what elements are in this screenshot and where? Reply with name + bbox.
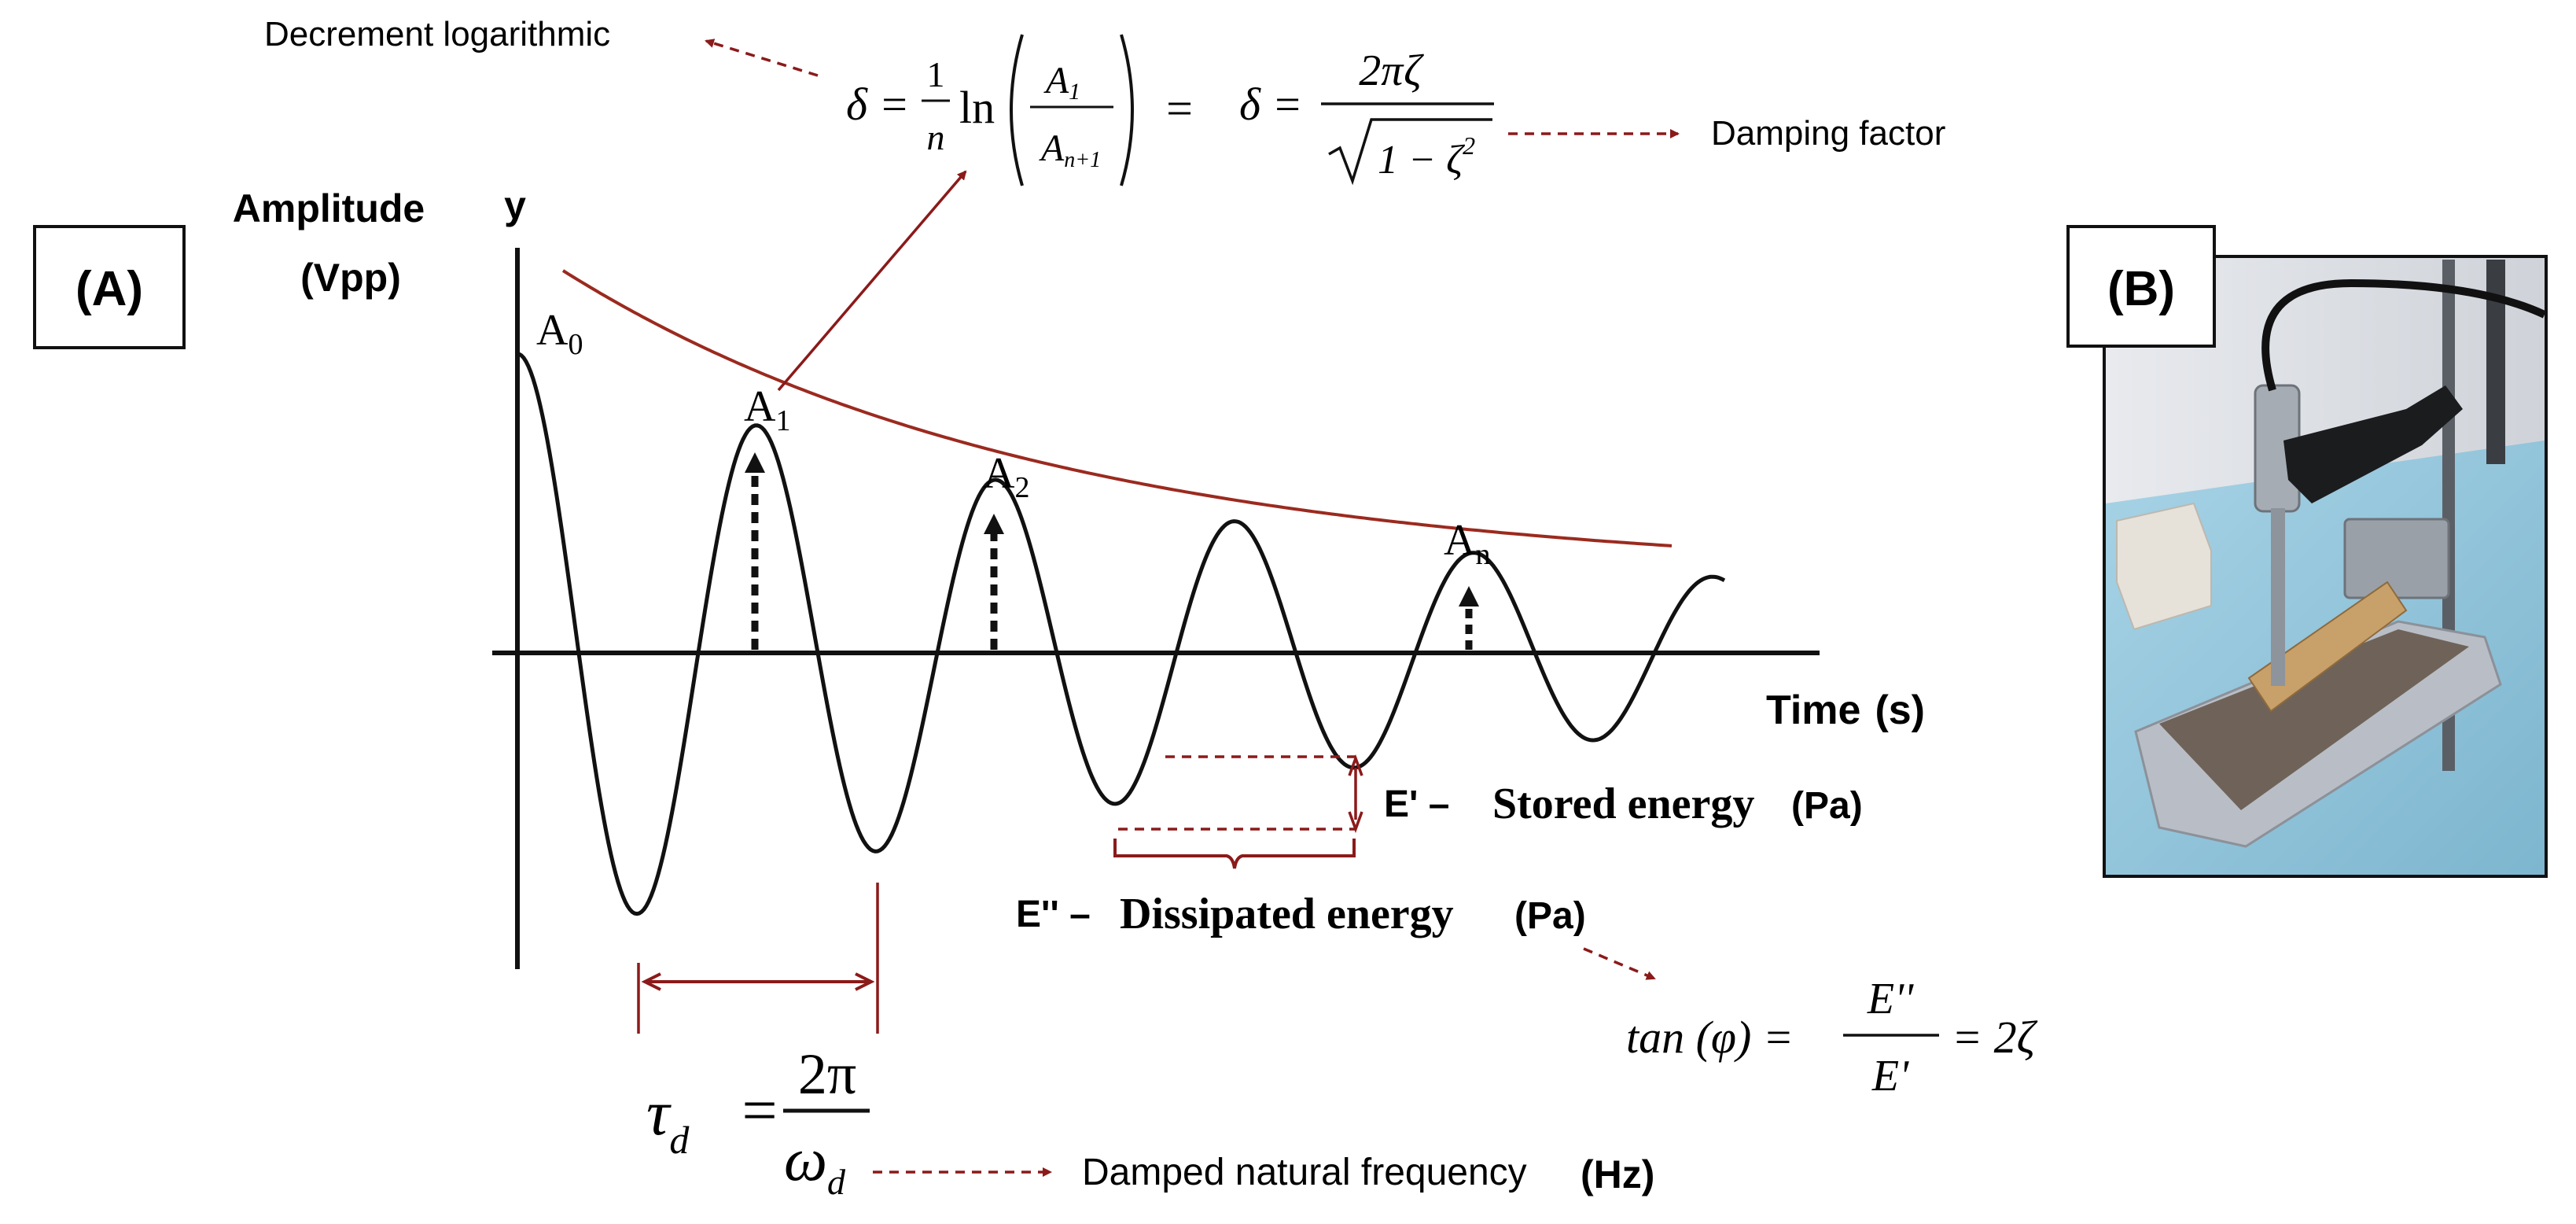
panel-a-label: (A) [75, 262, 143, 316]
a1-to-equation-arrow [777, 170, 967, 392]
tan-num: E'' [1867, 975, 1914, 1023]
damping-den: 1 − ζ2 [1378, 131, 1475, 182]
period-note: Damped natural frequency [1082, 1152, 1527, 1193]
delta-an1: An+1 [1039, 127, 1101, 172]
x-axis-title: Time(s) [1766, 688, 1925, 733]
damped-wave [517, 352, 1726, 916]
peak-label-a0: A0 [536, 306, 583, 361]
y-axis-unit: (Vpp) [300, 256, 401, 300]
photo-wood-specimen [2247, 581, 2408, 713]
damping-equation: δ = 2πζ 1 − ζ2 [1239, 46, 1494, 186]
period-equation: τd = 2π ωd [646, 1042, 870, 1202]
photo-white-block [2116, 502, 2212, 631]
y-axis-letter: y [504, 183, 526, 227]
period-unit: (Hz) [1581, 1152, 1654, 1196]
delta-equals: = [1166, 83, 1193, 135]
period-marker [637, 883, 879, 1034]
dissipated-energy-unit: (Pa) [1514, 895, 1586, 937]
peak-arrows [745, 452, 1479, 650]
stored-energy-unit: (Pa) [1791, 785, 1863, 827]
panel-a-label-box [33, 225, 186, 349]
energy-arrow-top [1348, 754, 1363, 776]
dissipated-prefix: E'' – [1016, 894, 1091, 935]
photo-sensor-probe [2271, 508, 2285, 686]
decrement-arrow [705, 39, 819, 77]
delta-paren-left [1010, 34, 1024, 186]
delta-lhs: δ = [846, 79, 910, 130]
tau-num: 2π [798, 1042, 856, 1107]
photo-cable [2261, 278, 2547, 392]
photo-black-arm [2283, 385, 2463, 503]
tau-equals: = [742, 1076, 777, 1145]
stored-energy-label: Stored energy [1492, 780, 1754, 828]
tan-lhs: tan (φ) = [1626, 1012, 1794, 1063]
damping-num: 2πζ [1359, 46, 1424, 95]
delta-paren-right [1120, 34, 1134, 186]
dissipated-brace [1113, 839, 1356, 869]
period-arrow-right [855, 972, 875, 991]
loss-tangent-equation: tan (φ) = E'' E' = 2ζ [1626, 975, 2038, 1100]
y-axis-title: Amplitude [233, 186, 425, 230]
log-decrement-equation: δ = 1 n ln A1 An+1 = [846, 34, 1193, 186]
energy-markers [1113, 754, 1363, 869]
panel-b: (B) [2066, 225, 2548, 878]
delta-n: n [927, 117, 945, 157]
photo-clamp [2343, 518, 2450, 599]
panel-a: (A) Amplitude (Vpp) y Time(s) A0 A1 A2 A… [33, 15, 2038, 1202]
delta-a1: A1 [1043, 60, 1080, 105]
energy-arrow-bottom [1348, 811, 1363, 834]
delta-one: 1 [927, 54, 945, 94]
damping-lhs: δ = [1239, 79, 1303, 130]
panel-b-label-box [2066, 225, 2216, 348]
tan-den: E' [1871, 1052, 1909, 1100]
decay-envelope [561, 269, 1673, 547]
decrement-note: Decrement logarithmic [264, 15, 610, 53]
dissipated-energy-label: Dissipated energy [1120, 890, 1454, 938]
peak-label-an: An [1444, 516, 1490, 571]
photo-stand-rod-2 [2486, 260, 2505, 464]
period-arrow-left [641, 972, 661, 991]
stored-prefix: E' – [1384, 783, 1449, 825]
tau-den: ωd [784, 1125, 846, 1202]
damping-sqrt [1328, 118, 1492, 186]
tan-rhs: = 2ζ [1952, 1012, 2038, 1063]
damping-note: Damping factor [1711, 114, 1945, 153]
dissipated-arrow [1583, 947, 1656, 980]
apparatus-photo [2106, 258, 2547, 875]
photo-foam-pad [2159, 629, 2469, 810]
panel-b-label: (B) [2107, 262, 2175, 316]
tau-lhs: τd [646, 1077, 690, 1162]
peak-label-a1: A1 [744, 382, 790, 437]
delta-ln: ln [959, 82, 995, 133]
peak-label-a2: A2 [983, 449, 1029, 504]
